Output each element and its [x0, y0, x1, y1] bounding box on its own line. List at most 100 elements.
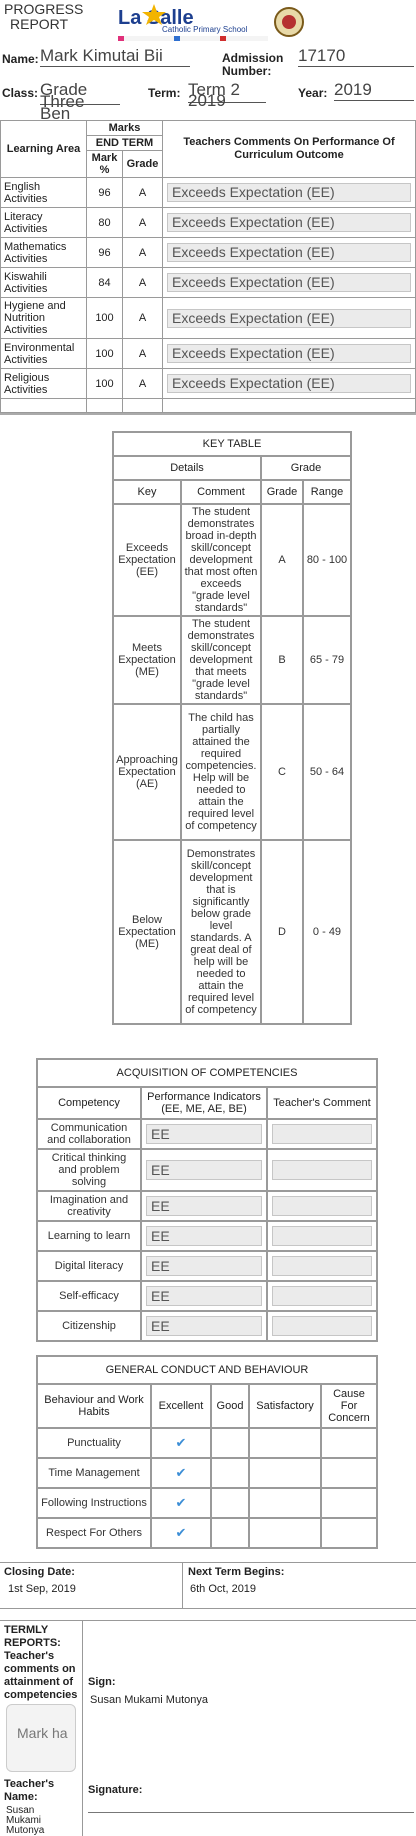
indicator-cell: EE	[140, 1220, 268, 1252]
indicator-input[interactable]: EE	[146, 1256, 262, 1276]
mark-percent: 80	[86, 207, 123, 238]
competency-name: Digital literacy	[36, 1250, 142, 1282]
rating-excellent-cell[interactable]: ✔	[150, 1517, 212, 1549]
termly-line-4: comments on	[4, 1663, 76, 1675]
subject-name-line: Activities	[4, 192, 48, 205]
teacher-name-label: Teacher's Name:	[4, 1778, 54, 1804]
competency-name: Learning to learn	[36, 1220, 142, 1252]
rating-concern-cell[interactable]	[320, 1487, 378, 1519]
comment-input[interactable]: Exceeds Expectation (EE)	[167, 273, 411, 292]
results-table: Learning Area Marks Teachers Comments On…	[0, 120, 416, 413]
year-label: Year:	[298, 86, 328, 100]
termly-line-6: competencies	[4, 1689, 78, 1701]
competency-name: Self-efficacy	[36, 1280, 142, 1312]
rating-excellent-cell[interactable]: ✔	[150, 1427, 212, 1459]
indicator-input[interactable]: EE	[146, 1124, 262, 1144]
indicator-cell: EE	[140, 1190, 268, 1222]
conduct-title: GENERAL CONDUCT AND BEHAVIOUR	[36, 1355, 378, 1385]
key-name: Exceeds Expectation (EE)	[112, 503, 182, 617]
remarks-textarea[interactable]: Mark ha	[6, 1704, 76, 1772]
comment-cell: Exceeds Expectation (EE)	[162, 338, 416, 369]
subject-name-line: Kiswahili	[4, 270, 47, 283]
key-range: 0 - 49	[302, 839, 352, 1025]
rating-good-cell[interactable]	[210, 1487, 250, 1519]
grade-cell: A	[122, 267, 163, 298]
check-icon: ✔	[175, 1434, 187, 1450]
teacher-comment-input[interactable]	[272, 1226, 372, 1246]
teacher-comment-input[interactable]	[272, 1124, 372, 1144]
indicator-input[interactable]: EE	[146, 1160, 262, 1180]
subject-name-line: Activities	[4, 353, 48, 366]
competency-name: Citizenship	[36, 1310, 142, 1342]
key-table-grade: Grade	[260, 455, 352, 481]
indicator-input[interactable]: EE	[146, 1286, 262, 1306]
rating-concern-cell[interactable]	[320, 1427, 378, 1459]
comp-col-competency: Competency	[36, 1086, 142, 1120]
grade-cell: A	[122, 237, 163, 268]
school-logo: La Salle Catholic Primary School	[116, 2, 306, 44]
comment-cell: Exceeds Expectation (EE)	[162, 177, 416, 208]
indicator-input[interactable]: EE	[146, 1226, 262, 1246]
col-mark-percent: Mark %	[86, 150, 123, 178]
subject-name-line: Literacy	[4, 210, 43, 223]
rating-satisfactory-cell[interactable]	[248, 1517, 322, 1549]
indicator-input[interactable]: EE	[146, 1196, 262, 1216]
key-table-details: Details	[112, 455, 262, 481]
competencies-table: ACQUISITION OF COMPETENCIES Competency P…	[36, 1058, 378, 1342]
rating-concern-cell[interactable]	[320, 1457, 378, 1489]
col-end-term: END TERM	[86, 135, 163, 151]
conduct-row: Punctuality ✔	[36, 1427, 378, 1459]
comment-input[interactable]: Exceeds Expectation (EE)	[167, 183, 411, 202]
col-grade: Grade	[122, 150, 163, 178]
key-grade: A	[260, 503, 304, 617]
mark-percent: 96	[86, 237, 123, 268]
teacher-comment-cell	[266, 1118, 378, 1150]
teacher-label-line-1: Teacher's	[4, 1778, 55, 1790]
comment-input[interactable]: Exceeds Expectation (EE)	[167, 308, 411, 328]
subject-name-line: Religious	[4, 371, 50, 384]
report-title: PROGRESS REPORT	[4, 2, 104, 32]
teacher-comment-input[interactable]	[272, 1256, 372, 1276]
rating-good-cell[interactable]	[210, 1457, 250, 1489]
next-term-label: Next Term Begins:	[188, 1566, 285, 1578]
teacher-comment-input[interactable]	[272, 1316, 372, 1336]
rating-good-cell[interactable]	[210, 1517, 250, 1549]
rating-concern-cell[interactable]	[320, 1517, 378, 1549]
key-name: Approaching Expectation (AE)	[112, 703, 182, 841]
indicator-input[interactable]: EE	[146, 1316, 262, 1336]
rating-satisfactory-cell[interactable]	[248, 1487, 322, 1519]
comment-cell: Exceeds Expectation (EE)	[162, 368, 416, 399]
teacher-label-line-2: Name:	[4, 1791, 38, 1803]
competencies-title: ACQUISITION OF COMPETENCIES	[36, 1058, 378, 1088]
teacher-comment-input[interactable]	[272, 1286, 372, 1306]
key-name: Below Expectation (ME)	[112, 839, 182, 1025]
comment-input[interactable]: Exceeds Expectation (EE)	[167, 243, 411, 262]
rating-excellent-cell[interactable]: ✔	[150, 1487, 212, 1519]
key-comment: The student demonstrates broad in-depth …	[180, 503, 262, 617]
comment-cell: Exceeds Expectation (EE)	[162, 267, 416, 298]
comment-input[interactable]: Exceeds Expectation (EE)	[167, 344, 411, 363]
teacher-comment-cell	[266, 1190, 378, 1222]
admission-label-line-1: Admission	[222, 51, 284, 65]
indicator-cell: EE	[140, 1280, 268, 1312]
rating-satisfactory-cell[interactable]	[248, 1457, 322, 1489]
habit-name: Punctuality	[36, 1427, 152, 1459]
rating-excellent-cell[interactable]: ✔	[150, 1457, 212, 1489]
teacher-comment-input[interactable]	[272, 1196, 372, 1216]
rating-satisfactory-cell[interactable]	[248, 1427, 322, 1459]
teacher-comment-input[interactable]	[272, 1160, 372, 1180]
termly-line-2: REPORTS:	[4, 1637, 61, 1649]
comment-input[interactable]: Exceeds Expectation (EE)	[167, 213, 411, 232]
conduct-row: Time Management✔	[36, 1457, 378, 1489]
rating-good-cell[interactable]	[210, 1427, 250, 1459]
comment-input[interactable]: Exceeds Expectation (EE)	[167, 374, 411, 393]
